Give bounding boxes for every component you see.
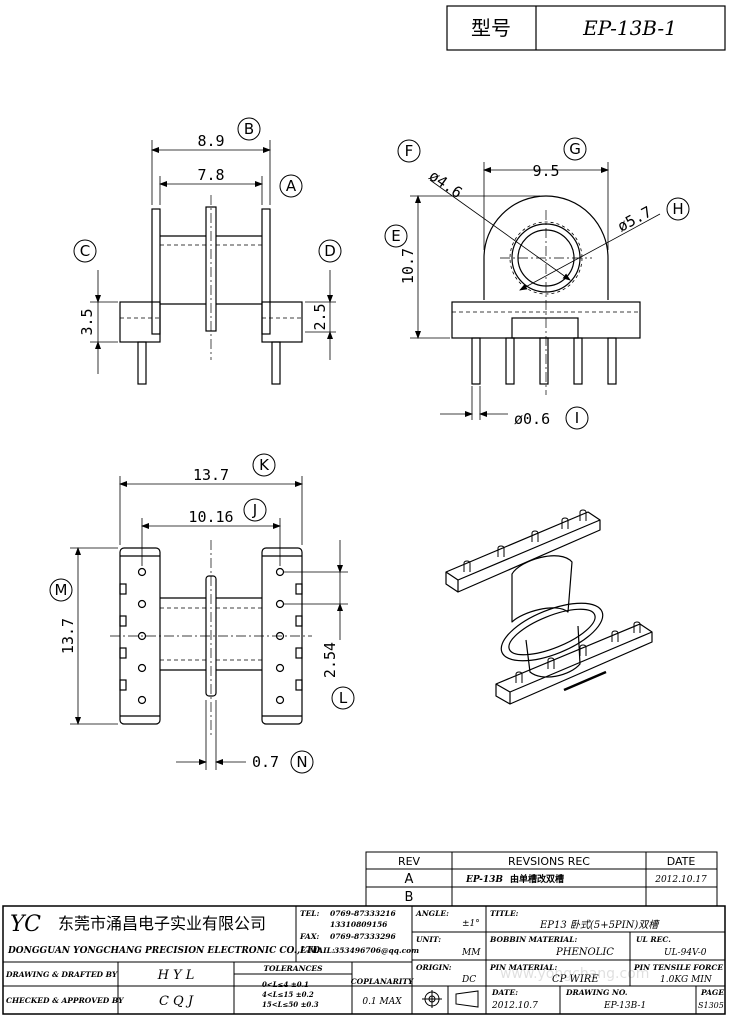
callout-c: C xyxy=(80,242,90,260)
dim-e-value: 10.7 xyxy=(399,248,417,284)
rev-a-desc: 由单槽改双槽 xyxy=(510,873,564,885)
top-view-dimensions xyxy=(70,476,348,770)
dim-d-value: 2.5 xyxy=(311,303,329,330)
ul-value: UL-94V-0 xyxy=(664,948,707,958)
dim-n-value: 0.7 xyxy=(252,753,279,771)
bobbin-label: BOBBIN MATERIAL: xyxy=(489,935,578,944)
ul-label: UL REC. xyxy=(636,935,671,944)
callout-f: F xyxy=(405,142,414,160)
dim-f-value: ø4.6 xyxy=(426,167,466,202)
dim-b-value: 8.9 xyxy=(197,132,224,150)
page-label: PAGE xyxy=(700,988,724,997)
isometric-view xyxy=(445,509,653,705)
page-value: S1305 xyxy=(698,1001,724,1010)
checked-value: C Q J xyxy=(159,994,194,1009)
callout-a: A xyxy=(286,177,297,195)
model-value: EP-13B-1 xyxy=(582,16,677,40)
rev-a-date: 2012.10.17 xyxy=(654,875,707,885)
callout-h: H xyxy=(672,200,683,218)
checked-label: CHECKED & APPROVED BY xyxy=(6,996,124,1005)
tolerance-line-3: 15<L≤50 ±0.3 xyxy=(262,1000,319,1009)
dim-c-value: 3.5 xyxy=(78,308,96,335)
callout-n: N xyxy=(296,753,307,771)
pin-material-value: CP WIRE xyxy=(552,974,599,985)
title-label: TITLE: xyxy=(490,909,519,918)
dim-h-value: ø5.7 xyxy=(614,203,654,236)
tolerance-line-2: 4<L≤15 ±0.2 xyxy=(262,990,314,999)
rev-b-label: B xyxy=(405,890,414,905)
email-value: 353496706@qq.com xyxy=(334,946,419,955)
origin-value: DC xyxy=(461,975,476,985)
drawn-value: H Y L xyxy=(157,968,195,983)
company-logo: YC xyxy=(10,912,41,937)
callout-letters: A B C D E F G H I J K L M N xyxy=(55,120,684,771)
dim-g-value: 9.5 xyxy=(532,162,559,180)
rev-header: REV xyxy=(398,855,421,868)
callout-circles xyxy=(49,117,690,774)
tel-value-2: 13310809156 xyxy=(330,920,388,929)
dim-l-value: 2.54 xyxy=(321,642,339,678)
front-view xyxy=(119,195,303,385)
side-view xyxy=(451,195,641,395)
callout-l: L xyxy=(339,689,348,707)
rev-a-label: A xyxy=(405,872,414,887)
callout-m: M xyxy=(55,581,68,599)
date-label: DATE: xyxy=(491,988,518,997)
rev-date-header: DATE xyxy=(667,855,696,868)
callout-j: J xyxy=(252,501,257,519)
email-label: E-MAIL: xyxy=(299,946,335,955)
drawing-no-label: DRAWING NO. xyxy=(565,988,628,997)
tensile-value: 1.0KG MIN xyxy=(660,975,713,985)
company-name-en: DONGGUAN YONGCHANG PRECISION ELECTRONIC … xyxy=(7,946,320,956)
bobbin-value: PHENOLIC xyxy=(555,947,614,958)
tensile-label: PIN TENSILE FORCE xyxy=(633,963,723,972)
dim-i-value: ø0.6 xyxy=(514,410,550,428)
front-view-dimensions xyxy=(90,140,336,374)
drawn-label: DRAWING & DRAFTED BY xyxy=(5,970,118,979)
tel-value-1: 0769-87333216 xyxy=(330,909,397,918)
tel-label: TEL: xyxy=(300,909,320,918)
dim-k-value: 13.7 xyxy=(193,466,229,484)
top-view xyxy=(110,540,312,735)
company-name-cn: 东莞市涌昌电子实业有限公司 xyxy=(58,914,266,933)
origin-label: ORIGIN: xyxy=(416,963,452,972)
dim-j-value: 10.16 xyxy=(188,508,233,526)
unit-value: MM xyxy=(461,948,481,958)
projection-symbol-icon xyxy=(422,990,479,1008)
drawing-no-value: EP-13B-1 xyxy=(603,1001,646,1011)
tolerance-line-1: 0<L≤4 ±0.1 xyxy=(262,980,309,989)
callout-g: G xyxy=(569,140,581,158)
fax-label: FAX: xyxy=(299,932,320,941)
pin-material-label: PIN MATERIAL: xyxy=(489,963,557,972)
side-view-dimensions xyxy=(410,162,661,420)
callout-i: I xyxy=(575,409,579,427)
rev-desc-header: REVSIONS REC xyxy=(508,855,590,868)
coplanarity-value: 0.1 MAX xyxy=(362,997,402,1007)
coplanarity-label: COPLANARITY xyxy=(351,977,414,986)
callout-k: K xyxy=(259,456,270,474)
angle-value: ±1° xyxy=(462,919,480,929)
dim-a-value: 7.8 xyxy=(197,166,224,184)
model-label: 型号 xyxy=(471,16,511,40)
model-header: 型号 EP-13B-1 xyxy=(446,5,726,51)
callout-b: B xyxy=(244,120,254,138)
callout-d: D xyxy=(324,242,336,260)
rev-a-code: EP-13B xyxy=(465,875,503,885)
date-value: 2012.10.7 xyxy=(491,1001,538,1011)
watermark: www.yongchang.com xyxy=(500,966,649,982)
title-value: EP13 卧式(5+5PIN)双槽 xyxy=(539,919,660,931)
fax-value: 0769-87333296 xyxy=(330,932,397,941)
unit-label: UNIT: xyxy=(416,935,441,944)
dim-m-value: 13.7 xyxy=(59,618,77,654)
title-block-grid xyxy=(2,905,726,1015)
tolerance-label: TOLERANCES xyxy=(263,964,323,973)
angle-label: ANGLE: xyxy=(415,909,449,918)
callout-e: E xyxy=(391,227,400,245)
